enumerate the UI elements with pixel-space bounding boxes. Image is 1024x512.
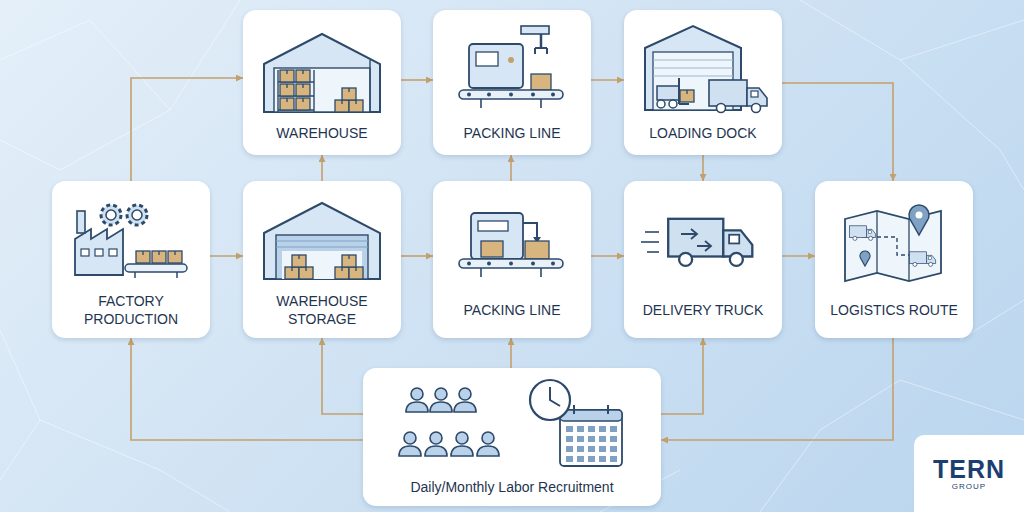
process-box: WAREHOUSE — [243, 10, 401, 155]
calendar-cell — [588, 436, 595, 442]
text-area: PACKING LINE — [433, 113, 591, 153]
flow-arrow — [782, 83, 893, 181]
node-label: DELIVERY TRUCK — [643, 301, 764, 319]
flow-arrow — [131, 78, 243, 181]
text-area: PACKING LINE — [433, 288, 591, 332]
flow-arrow — [322, 338, 363, 414]
calendar-cell — [610, 436, 617, 442]
calendar-cell — [610, 426, 617, 432]
calendar-cell — [566, 436, 573, 442]
node-label: LOADING DOCK — [649, 124, 756, 142]
calendar-cell — [588, 446, 595, 452]
flow-arrow — [591, 79, 624, 81]
flow-arrow — [661, 338, 703, 414]
calendar-cell — [599, 426, 606, 432]
logo-subtitle: GROUP — [952, 482, 986, 492]
text-area: WAREHOUSE — [243, 113, 401, 153]
node-label: Daily/Monthly Labor Recruitment — [410, 478, 613, 496]
calendar-cell — [577, 436, 584, 442]
calendar-cell — [599, 446, 606, 452]
clock-calendar-icon — [530, 380, 622, 466]
calendar-cell — [566, 456, 573, 462]
people-icon — [399, 388, 499, 456]
calendar-cell — [577, 426, 584, 432]
flow-arrow — [702, 155, 704, 181]
flow-arrow — [510, 338, 512, 368]
flow-arrow — [210, 255, 243, 257]
delivery-truck-icon — [641, 219, 752, 266]
calendar-cell — [577, 446, 584, 452]
factory-icon — [75, 205, 187, 278]
text-area: FACTORY PRODUCTION — [52, 288, 210, 332]
node-label: FACTORY PRODUCTION — [69, 292, 193, 328]
logo-wordmark: TERN — [933, 456, 1005, 482]
calendar-cell — [599, 456, 606, 462]
node-label: WAREHOUSE — [276, 124, 367, 142]
recruitment-box: Daily/Monthly Labor Recruitment — [363, 368, 661, 506]
calendar-cell — [566, 426, 573, 432]
flow-arrow — [782, 255, 815, 257]
calendar-cell — [588, 426, 595, 432]
text-area: LOADING DOCK — [624, 113, 782, 153]
calendar-cell — [610, 456, 617, 462]
loading-dock-icon — [645, 26, 767, 113]
flow-arrow — [401, 79, 433, 81]
calendar-cell — [610, 446, 617, 452]
flow-arrow — [321, 155, 323, 181]
text-area: Daily/Monthly Labor Recruitment — [363, 472, 661, 502]
process-box: DELIVERY TRUCK — [624, 181, 782, 338]
calendar-cell — [599, 436, 606, 442]
warehouse-storage-icon — [264, 203, 380, 279]
node-label: PACKING LINE — [464, 301, 561, 319]
calendar-cell — [577, 456, 584, 462]
flow-arrow — [401, 255, 433, 257]
route-map-icon — [845, 205, 941, 281]
process-box: PACKING LINE — [433, 10, 591, 155]
process-box: FACTORY PRODUCTION — [52, 181, 210, 338]
packing-machine-icon — [459, 26, 563, 108]
packing-machine-icon — [459, 213, 563, 277]
flow-arrow — [591, 255, 624, 257]
process-box: LOGISTICS ROUTE — [815, 181, 973, 338]
process-box: LOADING DOCK — [624, 10, 782, 155]
node-label: PACKING LINE — [464, 124, 561, 142]
calendar-cell — [588, 456, 595, 462]
company-logo: TERNGROUP — [914, 435, 1024, 512]
node-label: LOGISTICS ROUTE — [830, 301, 958, 319]
warehouse-icon — [264, 34, 380, 112]
text-area: WAREHOUSE STORAGE — [243, 288, 401, 332]
flow-arrow — [510, 155, 512, 181]
flow-arrow — [131, 338, 363, 440]
text-area: LOGISTICS ROUTE — [815, 288, 973, 332]
calendar-cell — [566, 446, 573, 452]
text-area: DELIVERY TRUCK — [624, 288, 782, 332]
process-box: PACKING LINE — [433, 181, 591, 338]
flow-arrow — [661, 338, 893, 440]
process-box: WAREHOUSE STORAGE — [243, 181, 401, 338]
node-label: WAREHOUSE STORAGE — [260, 292, 384, 328]
